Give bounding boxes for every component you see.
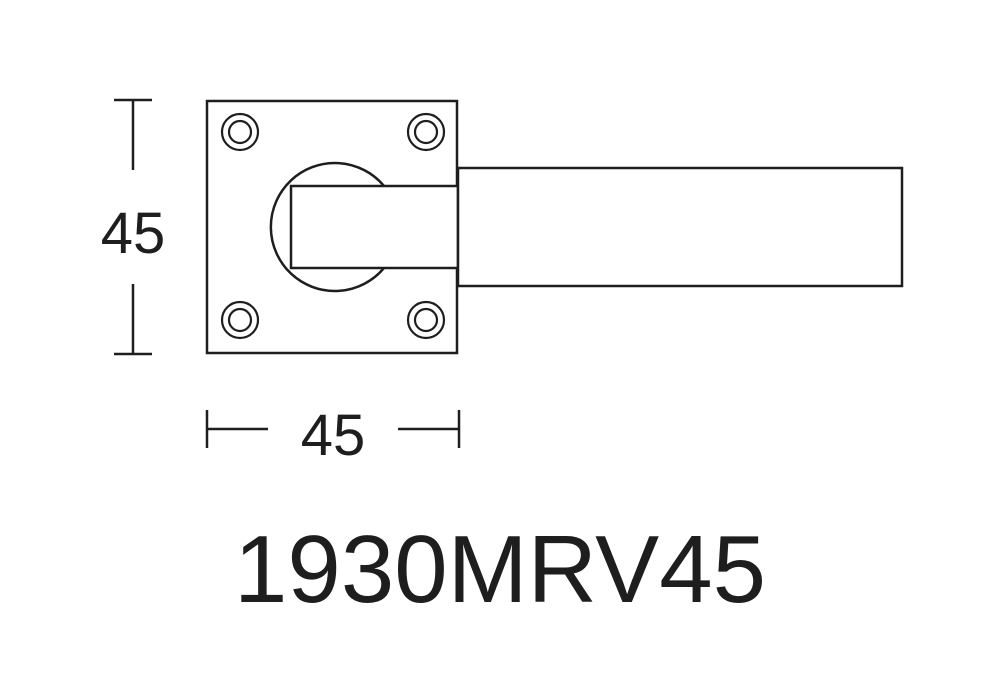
screw-top-left-icon [220,112,260,152]
lever-handle-bar [456,166,904,288]
height-dimension [114,98,152,356]
lever-neck [289,184,460,270]
lever-collar-arc [269,161,385,293]
lever-arm [289,166,904,288]
model-code: 1930MRV45 [234,516,766,623]
width-dimension [205,410,461,448]
height-dimension-label: 45 [101,201,166,266]
width-dimension-label: 45 [301,403,366,468]
screw-bottom-right-icon [406,300,446,340]
screw-bottom-left-icon [220,300,260,340]
screw-top-right-icon [406,112,446,152]
